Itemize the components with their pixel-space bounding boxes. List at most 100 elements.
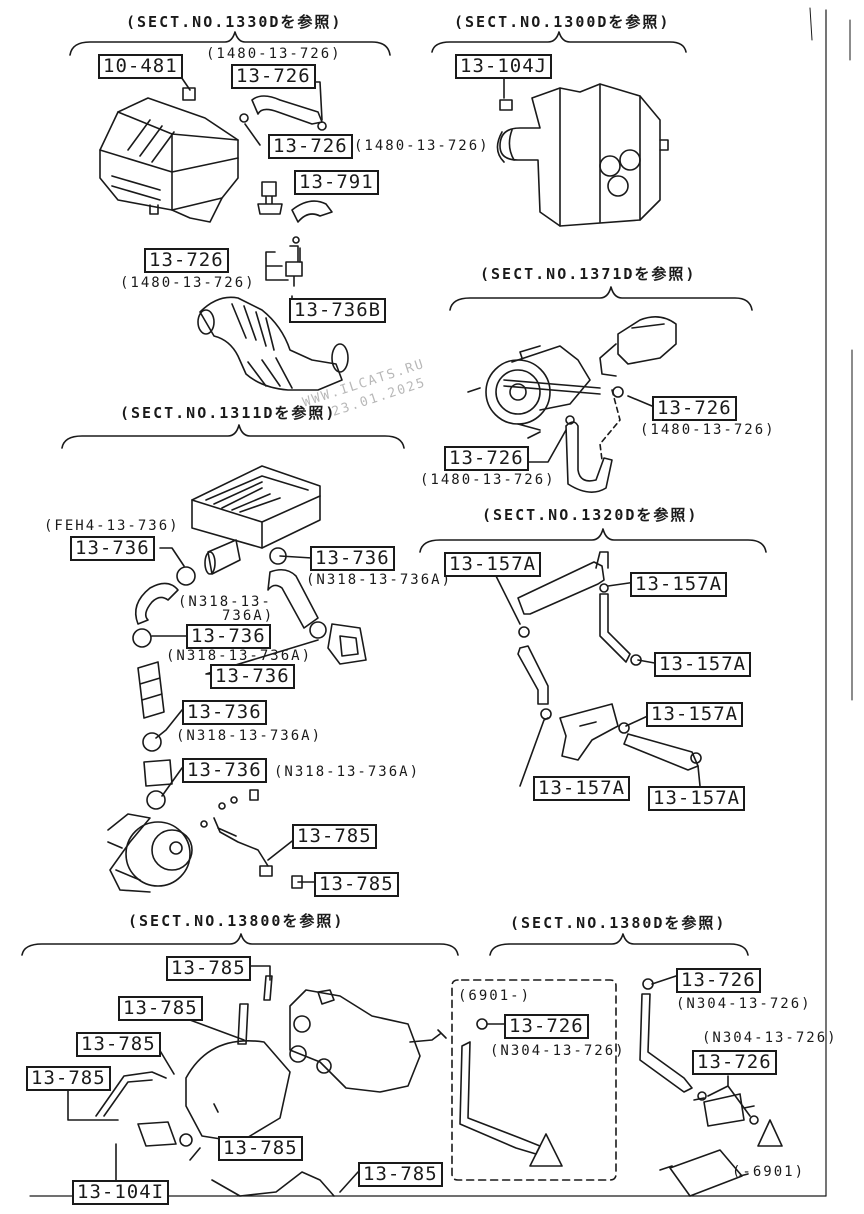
part-label-13-791[interactable]: 13-791 xyxy=(294,170,379,195)
ref-note: (N318-13-736A) xyxy=(176,728,323,744)
hose-13736-a xyxy=(134,582,179,625)
intercooler-illustration xyxy=(191,465,321,575)
ref-note: (N304-13-726) xyxy=(702,1030,838,1046)
part-label-13-157a[interactable]: 13-157A xyxy=(533,776,631,801)
bolt-1 xyxy=(218,802,226,810)
ref-note: (1480-13-726) xyxy=(354,138,490,154)
oil-fitting-13104i xyxy=(137,1121,177,1147)
part-label-13-785[interactable]: 13-785 xyxy=(26,1066,111,1091)
fuel-pump xyxy=(659,1149,749,1197)
part-label-13-736[interactable]: 13-736 xyxy=(182,758,267,783)
brace-13800 xyxy=(21,933,459,956)
water-outlet-13157a xyxy=(559,703,619,761)
ref-note: (1480-13-726) xyxy=(420,472,556,488)
part-label-13-736[interactable]: 13-736 xyxy=(210,664,295,689)
section-ref-1330: (SECT.NO.1330Dを参照) xyxy=(126,13,343,31)
part-label-13-157a[interactable]: 13-157A xyxy=(646,702,744,727)
washer xyxy=(200,820,208,828)
valve-13726-lower xyxy=(285,245,303,287)
oil-pipe-13785-a xyxy=(95,1071,167,1117)
pump-hose-13726 xyxy=(565,421,613,493)
part-label-13-157a[interactable]: 13-157A xyxy=(654,652,752,677)
hose-13157a-c xyxy=(623,733,699,771)
pump-clip-1 xyxy=(612,386,624,398)
ref-note: (N318-13-736A) xyxy=(166,648,313,664)
part-label-13-736[interactable]: 13-736 xyxy=(186,624,271,649)
oil-pipe-13785-b xyxy=(211,1171,335,1197)
throttle-flange xyxy=(327,623,367,665)
part-label-13-736[interactable]: 13-736 xyxy=(310,546,395,571)
part-label-13-157a[interactable]: 13-157A xyxy=(630,572,728,597)
clip-13726-lower xyxy=(292,236,300,244)
part-label-13-726[interactable]: 13-726 xyxy=(144,248,229,273)
fuel-clip-c xyxy=(697,1091,707,1101)
part-label-13-785[interactable]: 13-785 xyxy=(358,1162,443,1187)
part-label-13-104i[interactable]: 13-104I xyxy=(72,1180,170,1205)
pump-clip-2 xyxy=(565,415,575,425)
hose-13157a-b xyxy=(599,593,631,663)
ref-note: 736A) xyxy=(222,608,275,624)
part-label-13-726[interactable]: 13-726 xyxy=(652,396,737,421)
part-label-13-785[interactable]: 13-785 xyxy=(76,1032,161,1057)
brace-1371 xyxy=(449,286,753,311)
valve-13791 xyxy=(257,181,283,215)
clamp-13736-a xyxy=(176,566,196,586)
fitting-13785-b xyxy=(291,875,303,889)
clamp-13736-d xyxy=(132,628,152,648)
part-label-13-104j[interactable]: 13-104J xyxy=(455,54,553,79)
ref-note: (1480-13-726) xyxy=(120,275,256,291)
ref-note: (N318-13-736A) xyxy=(274,764,421,780)
pump-hose-dashed xyxy=(599,389,621,461)
part-label-13-785[interactable]: 13-785 xyxy=(118,996,203,1021)
part-label-13-726[interactable]: 13-726 xyxy=(444,446,529,471)
pipe-13736 xyxy=(137,661,165,719)
part-label-13-726[interactable]: 13-726 xyxy=(268,134,353,159)
part-label-13-726[interactable]: 13-726 xyxy=(231,64,316,89)
part-label-13-785[interactable]: 13-785 xyxy=(218,1136,303,1161)
intake-duct-13736b xyxy=(197,296,349,391)
part-label-13-157a[interactable]: 13-157A xyxy=(648,786,746,811)
section-ref-1311: (SECT.NO.1311Dを参照) xyxy=(120,404,337,422)
box-6901 xyxy=(451,979,617,1181)
hose-13791 xyxy=(291,200,333,223)
serial-note: (-6901) xyxy=(732,1164,806,1180)
part-label-13-736[interactable]: 13-736 xyxy=(70,536,155,561)
clip-13157a-6 xyxy=(690,752,702,764)
part-label-13-736b[interactable]: 13-736B xyxy=(289,298,387,323)
ref-note: (N304-13-726) xyxy=(676,996,812,1012)
oil-washer xyxy=(179,1133,193,1147)
part-label-13-726[interactable]: 13-726 xyxy=(676,968,761,993)
fitting-13785-a xyxy=(259,865,273,877)
leaders-1371 xyxy=(521,395,653,463)
air-cleaner-illustration xyxy=(99,87,239,223)
hose-13736-c xyxy=(143,759,173,787)
oil-pipe-13785 xyxy=(213,817,269,867)
section-ref-13800: (SECT.NO.13800を参照) xyxy=(128,912,345,930)
hose-13736-b xyxy=(267,568,319,629)
part-label-13-726[interactable]: 13-726 xyxy=(692,1050,777,1075)
oil-hose-vert xyxy=(237,975,273,1045)
clamp-13736-e xyxy=(142,732,162,752)
part-label-13-157a[interactable]: 13-157A xyxy=(444,552,542,577)
brace-1320 xyxy=(419,528,767,553)
part-label-10-481[interactable]: 10-481 xyxy=(98,54,183,79)
clamp-13736-f xyxy=(146,790,166,810)
part-label-13-785[interactable]: 13-785 xyxy=(292,824,377,849)
clip-13726-mid xyxy=(239,113,249,123)
part-label-13-785[interactable]: 13-785 xyxy=(314,872,399,897)
brace-1330 xyxy=(69,31,391,56)
page-edge-marks xyxy=(809,7,853,701)
fuel-clip-a xyxy=(476,1018,488,1030)
section-ref-1380d: (SECT.NO.1380Dを参照) xyxy=(510,914,727,932)
bolt-2 xyxy=(230,796,238,804)
fuel-hose-main xyxy=(639,993,693,1093)
fuel-triangle-a xyxy=(529,1133,563,1167)
part-label-13-785[interactable]: 13-785 xyxy=(166,956,251,981)
part-label-13-726[interactable]: 13-726 xyxy=(504,1014,589,1039)
clamp-13736-c xyxy=(309,621,327,639)
ref-note: (N318-13- xyxy=(178,594,272,610)
hose-13726-top xyxy=(251,95,323,125)
part-label-13-736[interactable]: 13-736 xyxy=(182,700,267,725)
